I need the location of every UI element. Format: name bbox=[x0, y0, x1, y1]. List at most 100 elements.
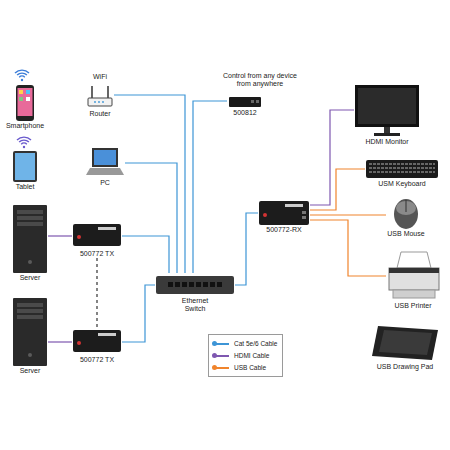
smartphone-icon-part bbox=[26, 97, 30, 101]
controller-icon-part bbox=[251, 100, 254, 103]
legend-dot bbox=[212, 353, 217, 358]
device-node: USB Mouse bbox=[386, 199, 426, 238]
server-tower-part bbox=[13, 298, 47, 366]
mouse-icon-part bbox=[406, 200, 407, 212]
device-label: PC bbox=[85, 179, 125, 187]
device-node: HDMI Monitor bbox=[354, 84, 420, 146]
device-node: 500772 TX bbox=[72, 328, 122, 364]
device-node: Tablet bbox=[13, 150, 37, 191]
switch-icon bbox=[156, 276, 234, 294]
icon-space bbox=[365, 158, 439, 180]
device-label: Server bbox=[12, 274, 48, 282]
device-node: Ethernet Switch bbox=[155, 273, 235, 313]
router-icon-part bbox=[98, 101, 100, 103]
cable-connector bbox=[310, 110, 354, 205]
printer-icon-part bbox=[397, 252, 431, 268]
legend-row: USB Cable bbox=[213, 362, 277, 374]
device-node: Server bbox=[12, 297, 48, 375]
switch-icon-part bbox=[196, 282, 201, 287]
legend-swatch bbox=[213, 355, 229, 357]
legend-swatch bbox=[213, 367, 229, 369]
receiver-icon-part bbox=[259, 201, 309, 225]
monitor-icon-part bbox=[374, 133, 400, 136]
cable-connector bbox=[122, 285, 155, 342]
switch-icon-part bbox=[210, 282, 215, 287]
device-node: USM Keyboard bbox=[365, 158, 439, 188]
transmitter-icon-part bbox=[73, 330, 121, 352]
keyboard-icon-part bbox=[369, 167, 435, 169]
cable-connector bbox=[310, 214, 386, 215]
wifi-symbol-part bbox=[19, 140, 29, 142]
server-tower-part bbox=[17, 210, 43, 214]
switch-icon-part bbox=[175, 282, 180, 287]
device-label: Ethernet Switch bbox=[175, 297, 215, 313]
device-node: PC bbox=[85, 147, 125, 187]
cable-connector bbox=[48, 341, 72, 342]
transmitter-icon bbox=[73, 330, 121, 352]
device-node: Router bbox=[86, 84, 114, 118]
wifi-symbol-part bbox=[19, 76, 25, 77]
device-node: USB Drawing Pad bbox=[371, 323, 439, 371]
wifi-symbol-part bbox=[23, 146, 25, 148]
device-label: USB Printer bbox=[386, 302, 440, 310]
drawing-pad-icon-part bbox=[379, 330, 432, 355]
drawing-pad-icon bbox=[372, 326, 438, 360]
device-label: Smartphone bbox=[5, 122, 46, 130]
laptop-icon bbox=[86, 148, 124, 175]
receiver-icon-part bbox=[302, 216, 306, 219]
printer-icon-part bbox=[393, 290, 435, 298]
keyboard-icon-part bbox=[369, 171, 435, 173]
printer-icon-part bbox=[389, 268, 439, 273]
router-icon-part bbox=[88, 98, 112, 106]
device-label: 500772 TX bbox=[72, 250, 122, 258]
switch-icon-part bbox=[189, 282, 194, 287]
wifi-symbol-part bbox=[21, 143, 27, 144]
server-tower-part bbox=[17, 222, 43, 226]
smartphone-icon-part bbox=[19, 90, 23, 94]
laptop-icon-part bbox=[86, 168, 124, 175]
wifi-symbol-part bbox=[21, 79, 23, 81]
device-label: USM Keyboard bbox=[365, 180, 439, 188]
device-label: USB Mouse bbox=[386, 230, 426, 238]
cable-connector bbox=[114, 95, 185, 273]
device-node: 500812 bbox=[227, 95, 263, 117]
icon-space bbox=[371, 323, 439, 363]
transmitter-icon-part bbox=[77, 341, 81, 345]
smartphone-icon-part bbox=[26, 90, 30, 94]
icon-space bbox=[5, 84, 46, 122]
monitor-icon bbox=[355, 85, 419, 136]
device-label: Tablet bbox=[13, 183, 37, 191]
router-icon-part bbox=[102, 101, 104, 103]
monitor-icon-part bbox=[358, 88, 416, 124]
controller-icon bbox=[229, 97, 261, 107]
device-node: 500772 TX bbox=[72, 222, 122, 258]
transmitter-icon bbox=[73, 224, 121, 246]
legend-row: HDMI Cable bbox=[213, 350, 277, 362]
cable-connector bbox=[48, 235, 72, 236]
transmitter-icon-part bbox=[73, 224, 121, 246]
icon-space bbox=[12, 297, 48, 367]
mouse-icon bbox=[394, 199, 418, 229]
device-label: HDMI Monitor bbox=[354, 138, 420, 146]
device-node: Smartphone bbox=[5, 84, 46, 130]
laptop-icon-part bbox=[92, 148, 118, 167]
wifi-symbol-part bbox=[17, 137, 31, 140]
legend-dot bbox=[212, 365, 217, 370]
legend-label: Cat 5e/6 Cable bbox=[234, 340, 277, 348]
icon-space bbox=[13, 150, 37, 183]
mouse-icon-part bbox=[396, 201, 416, 215]
router-icon bbox=[88, 86, 112, 106]
wifi-symbol bbox=[17, 137, 31, 148]
keyboard-icon bbox=[366, 160, 438, 178]
monitor-icon-part bbox=[355, 85, 419, 127]
wifi-symbol-part bbox=[17, 73, 27, 75]
server-tower-part bbox=[17, 303, 43, 307]
icon-space bbox=[386, 199, 426, 230]
tablet-icon bbox=[13, 151, 37, 182]
note-label: WiFi bbox=[93, 73, 107, 81]
device-node: Server bbox=[12, 204, 48, 282]
smartphone-icon bbox=[16, 85, 34, 121]
